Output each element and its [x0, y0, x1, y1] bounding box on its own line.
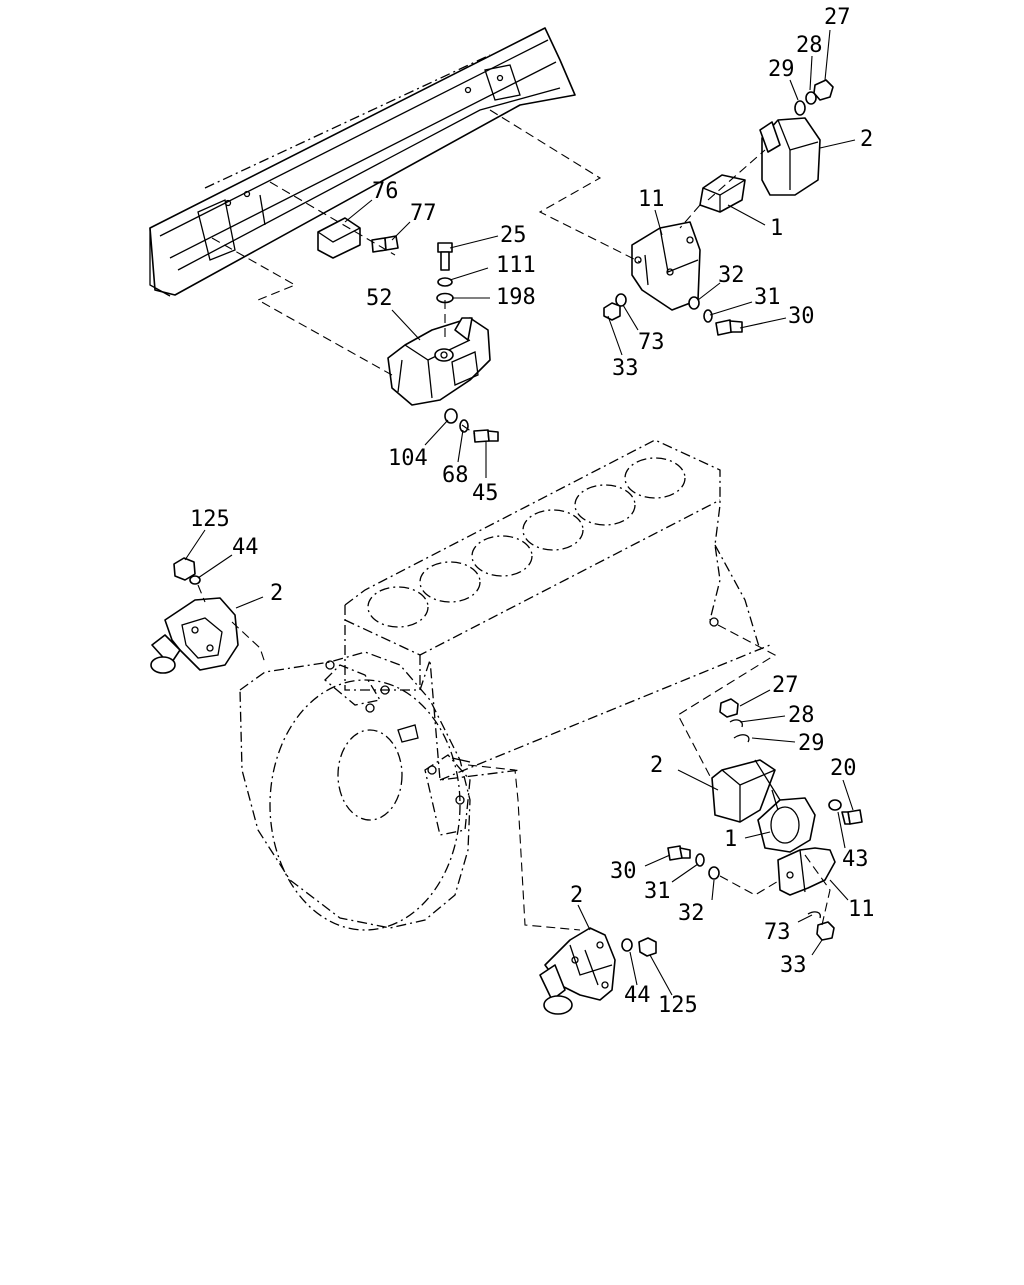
callout-2-bottom: 2 — [570, 883, 583, 908]
callout-1-top: 1 — [770, 216, 783, 241]
callout-125-bottom: 125 — [658, 993, 698, 1018]
callout-20: 20 — [830, 756, 857, 781]
callout-28-top: 28 — [796, 33, 823, 58]
nut-27-mid — [719, 698, 739, 718]
callout-125-left: 125 — [190, 507, 230, 532]
washer-73-mid — [807, 911, 821, 919]
washer-32-top — [688, 296, 700, 310]
nut-33-top — [603, 302, 621, 321]
callout-73-top: 73 — [638, 330, 665, 355]
insulator-1-mid — [757, 789, 816, 853]
washer-111 — [437, 277, 453, 287]
callout-labels: 27 28 29 2 1 11 76 77 25 111 198 52 32 3… — [190, 5, 875, 1018]
callout-44-bottom: 44 — [624, 983, 651, 1008]
callout-2-mid: 2 — [650, 753, 663, 778]
washer-31-mid — [695, 853, 705, 867]
nut-125-bottom — [638, 937, 657, 957]
callout-76: 76 — [372, 179, 399, 204]
bolt-30-mid — [667, 845, 691, 861]
washer-32-mid — [708, 866, 720, 880]
callout-29-top: 29 — [768, 57, 795, 82]
callout-31-top: 31 — [754, 285, 781, 310]
callout-30-top: 30 — [788, 304, 815, 329]
bracket-11-mid — [777, 847, 836, 896]
washer-28-top — [805, 91, 817, 105]
bracket-76 — [317, 217, 361, 259]
callout-198: 198 — [496, 285, 536, 310]
callout-1-mid: 1 — [724, 827, 737, 852]
callout-52: 52 — [366, 286, 393, 311]
callout-77: 77 — [410, 201, 437, 226]
bolt-45 — [473, 429, 499, 443]
washer-29-top — [794, 100, 806, 116]
flywheel-housing-phantom — [239, 651, 471, 931]
washer-44-left — [189, 575, 201, 585]
mount-52 — [387, 317, 491, 406]
bracket-2-top — [759, 117, 821, 196]
callout-73-mid: 73 — [764, 920, 791, 945]
callout-32-mid: 32 — [678, 901, 705, 926]
nut-125-left — [173, 557, 196, 581]
callout-33-top: 33 — [612, 356, 639, 381]
bracket-11-top — [631, 221, 701, 311]
callout-11-mid: 11 — [848, 897, 875, 922]
callout-31-mid: 31 — [644, 879, 671, 904]
callout-28-mid: 28 — [788, 703, 815, 728]
callout-104: 104 — [388, 446, 428, 471]
callout-43: 43 — [842, 847, 869, 872]
washer-31-top — [703, 309, 713, 323]
bolt-20 — [841, 809, 863, 825]
insulator-1-top — [699, 174, 746, 213]
washer-29-mid — [733, 734, 750, 743]
callout-29-mid: 29 — [798, 731, 825, 756]
washer-44-bottom — [621, 938, 633, 952]
callout-2-left: 2 — [270, 581, 283, 606]
callout-111: 111 — [496, 253, 536, 278]
bolt-30-top — [715, 319, 743, 336]
engine-block-phantom — [344, 439, 771, 781]
callout-11-top: 11 — [638, 187, 665, 212]
washer-73-top — [615, 293, 627, 307]
callout-33-mid: 33 — [780, 953, 807, 978]
callout-32-top: 32 — [718, 263, 745, 288]
callout-27-mid: 27 — [772, 673, 799, 698]
washer-104 — [444, 408, 458, 424]
callout-2-top: 2 — [860, 127, 873, 152]
bracket-2-left — [150, 597, 239, 674]
callout-25: 25 — [500, 223, 527, 248]
washer-43 — [828, 799, 842, 811]
callout-45: 45 — [472, 481, 499, 506]
callout-68: 68 — [442, 463, 469, 488]
nut-33-mid — [816, 921, 835, 941]
bracket-2-bottom — [539, 927, 616, 1015]
leader-lines — [184, 29, 856, 996]
nut-27-top — [813, 79, 834, 101]
callout-44-left: 44 — [232, 535, 259, 560]
frame-crossmember — [149, 27, 576, 297]
callout-30-mid: 30 — [610, 859, 637, 884]
washer-28-mid — [729, 719, 743, 728]
callout-27-top: 27 — [824, 5, 851, 30]
bolt-77 — [371, 235, 399, 253]
bolt-25 — [437, 242, 453, 271]
